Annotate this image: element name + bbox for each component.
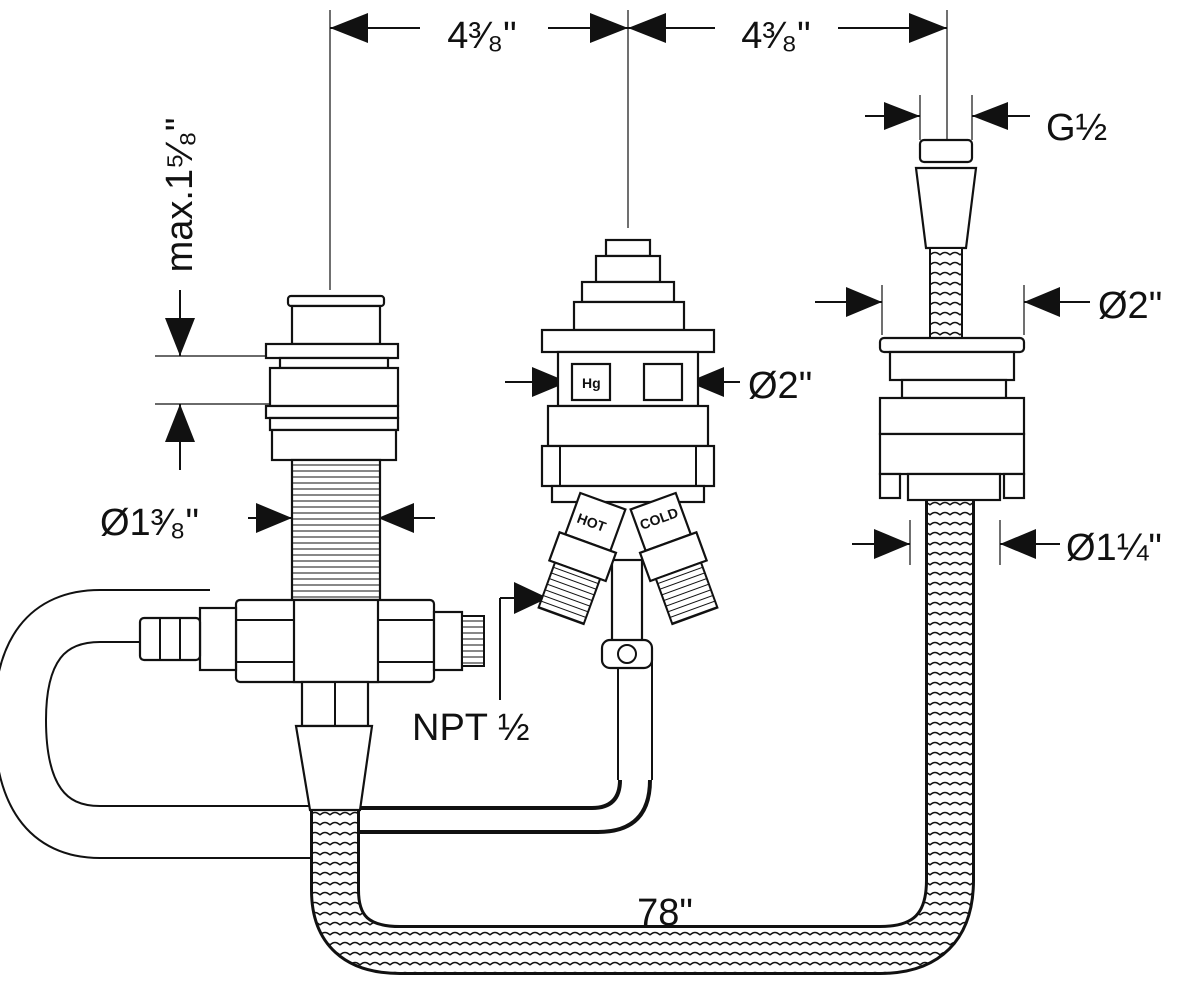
hose-length-label: 78"	[637, 892, 693, 934]
diverter-assembly	[537, 238, 719, 626]
valve-diameter-label: Ø2"	[1098, 285, 1162, 327]
height-dimension	[155, 290, 270, 470]
hose-diameter-dimension	[852, 520, 1060, 565]
diverter-diameter-label: Ø2"	[748, 365, 812, 407]
diverter-outlet-pipe	[600, 558, 654, 670]
g-half-dimension	[865, 95, 1030, 140]
spout-diameter-dimension	[248, 503, 435, 533]
g-half-label: G½	[1046, 107, 1107, 149]
spout-diameter-label: Ø1³⁄₈"	[100, 502, 199, 544]
valve-diameter-dimension	[815, 285, 1090, 335]
spacing-right-label: 4³⁄₈"	[741, 15, 810, 57]
long-hose	[310, 500, 975, 975]
spout-assembly	[138, 294, 485, 812]
loop-hose	[0, 589, 654, 859]
npt-label: NPT ½	[412, 707, 530, 749]
top-dimension-lines	[329, 10, 948, 290]
hg-label: Hg	[582, 375, 601, 391]
npt-pointer	[499, 582, 548, 700]
hose-diameter-label: Ø1¼"	[1066, 527, 1162, 569]
diverter-diameter-dimension	[505, 367, 740, 397]
valve-assembly	[878, 138, 1026, 502]
spacing-left-label: 4³⁄₈"	[447, 15, 516, 57]
max-height-label: max.1⁵⁄₈"	[159, 118, 201, 273]
